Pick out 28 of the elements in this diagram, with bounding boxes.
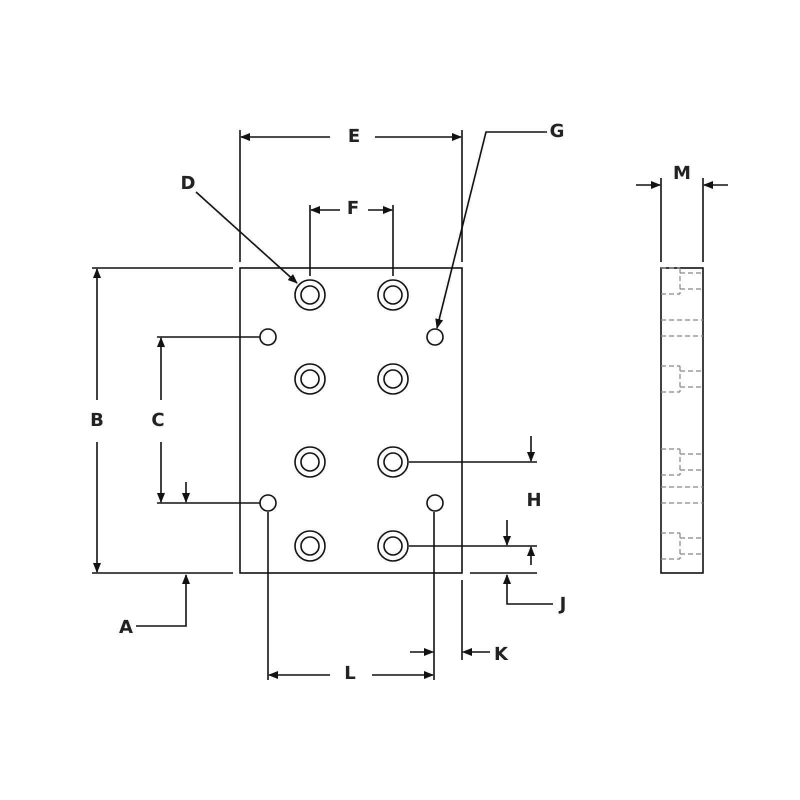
dimension-letter: H <box>526 492 542 510</box>
leader-line <box>435 131 547 329</box>
counterbored-hole <box>294 530 326 562</box>
hole <box>426 328 444 346</box>
callout-letter: G <box>550 123 564 141</box>
counterbored-hole <box>377 446 409 478</box>
leader-line <box>503 574 553 605</box>
dimension-letter: C <box>151 412 165 430</box>
hole <box>259 494 277 512</box>
dimension-letter: L <box>344 665 356 683</box>
leader-line <box>195 191 298 284</box>
counterbored-hole <box>294 446 326 478</box>
hole <box>259 328 277 346</box>
dimension-letter: M <box>673 165 691 183</box>
dimension-letter: E <box>348 128 360 146</box>
dimension-letter: B <box>90 412 104 430</box>
counterbored-hole <box>294 363 326 395</box>
callout-letter: A <box>119 619 133 637</box>
leader-line <box>136 574 190 627</box>
callout-letter: J <box>560 596 566 614</box>
counterbored-hole <box>294 279 326 311</box>
counterbored-hole <box>377 363 409 395</box>
counterbored-hole <box>377 279 409 311</box>
dimension-letter: K <box>494 646 508 664</box>
counterbored-hole <box>377 530 409 562</box>
hole <box>426 494 444 512</box>
callout-letter: D <box>180 175 196 193</box>
dimension-letter: F <box>346 200 360 218</box>
